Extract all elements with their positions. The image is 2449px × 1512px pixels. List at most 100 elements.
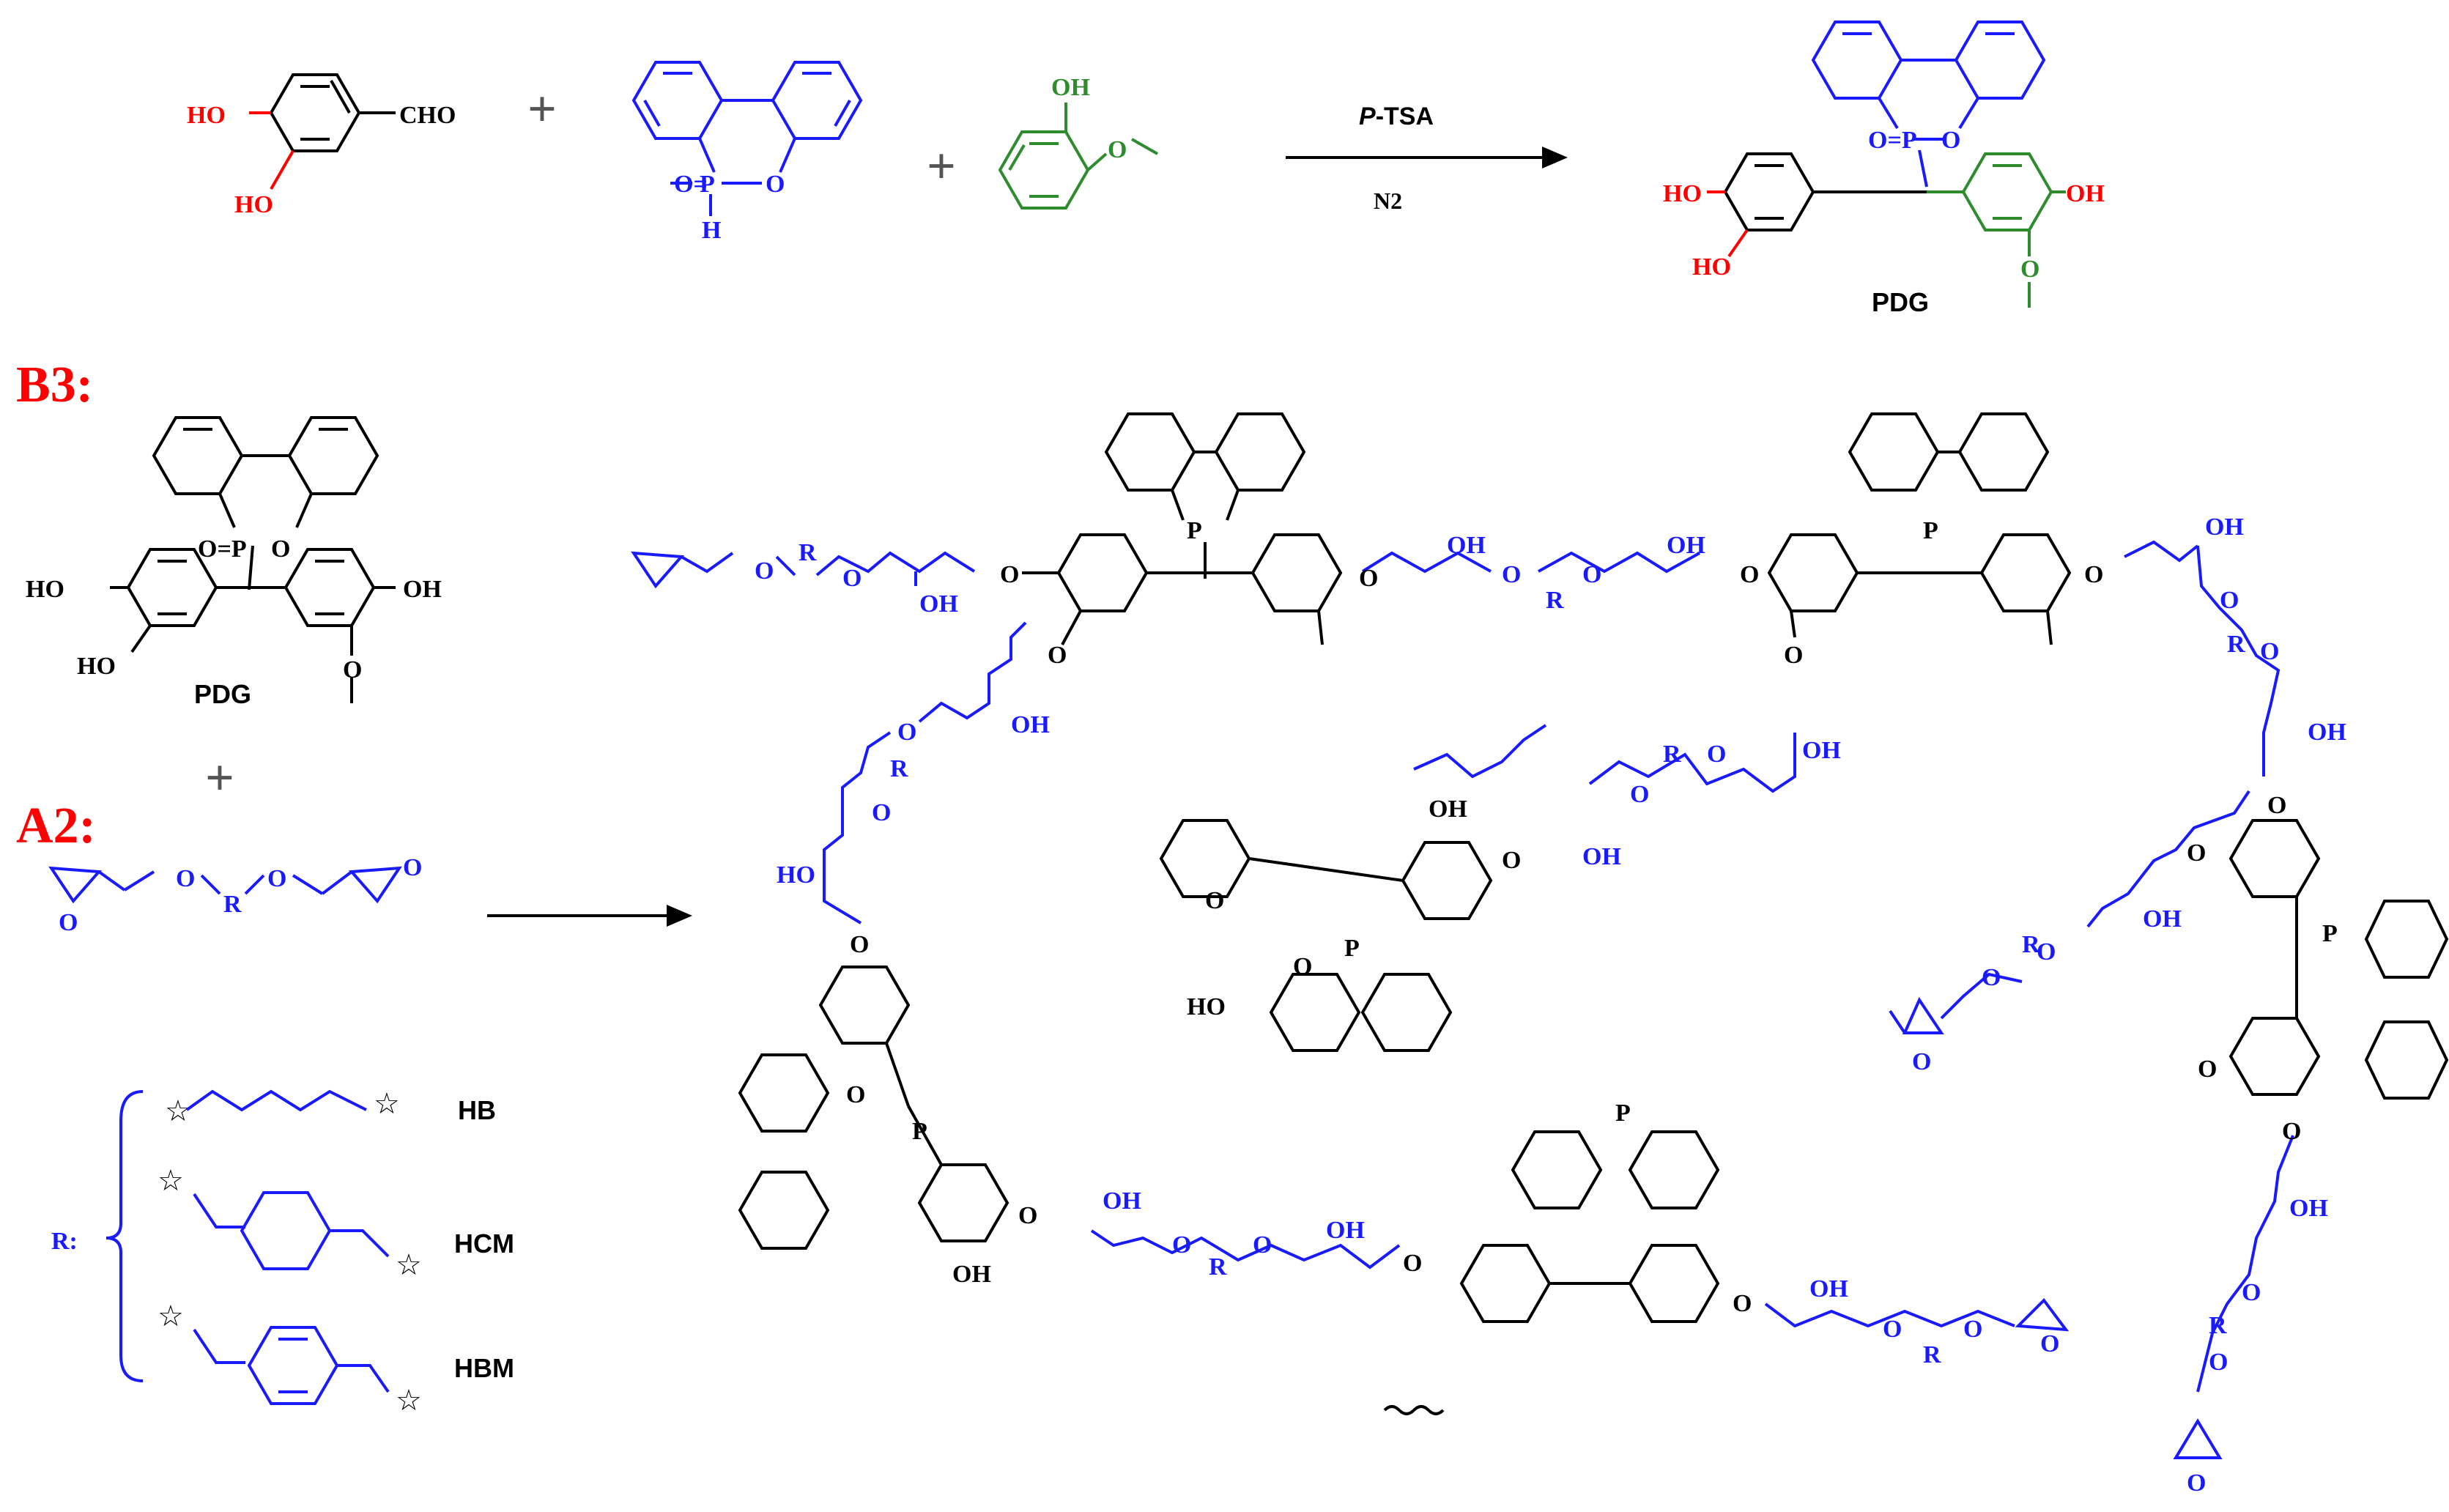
net-o: O <box>850 931 869 958</box>
product-ho-bottom: HO <box>1692 253 1731 281</box>
product-o-ring: O <box>1941 127 1960 154</box>
net-p: P <box>912 1118 927 1145</box>
r-group-hbm-structure: ☆ ☆ <box>158 1300 422 1418</box>
net-o: O <box>1359 565 1378 592</box>
condition-n2: N2 <box>1374 188 1402 214</box>
a2-epoxide-o-2: O <box>403 854 422 881</box>
net-p: P <box>1615 1100 1631 1127</box>
net-ho: HO <box>1187 993 1226 1020</box>
net-o: O <box>1253 1231 1272 1259</box>
net-oh: OH <box>1582 843 1621 870</box>
net-o: O <box>1982 964 2001 991</box>
net-o: O <box>2187 1470 2206 1497</box>
net-oh: OH <box>1809 1275 1848 1302</box>
net-o: O <box>1912 1048 1931 1075</box>
network-structure <box>631 412 2449 1459</box>
net-o: O <box>1205 887 1224 914</box>
left-pdg-o-ring: O <box>271 536 290 563</box>
net-o: O <box>2187 840 2206 867</box>
net-p: P <box>1923 517 1938 544</box>
net-r: R <box>1923 1341 1941 1368</box>
r-group-hb-structure: ☆ ☆ <box>165 1087 400 1128</box>
net-o: O <box>2084 561 2103 588</box>
net-ho: HO <box>777 861 815 889</box>
b3-label: B3: <box>16 357 93 413</box>
r-group-hcm-structure: ☆ ☆ <box>158 1164 422 1282</box>
net-p: P <box>1187 517 1202 544</box>
net-oh: OH <box>2308 719 2346 746</box>
dopo-o-double: O= <box>674 171 708 198</box>
star-icon: ☆ <box>374 1087 400 1121</box>
left-pdg-ho-top: HO <box>26 576 64 603</box>
net-p: P <box>2322 920 2338 947</box>
left-pdg-oh-right: OH <box>403 576 442 603</box>
net-oh: OH <box>2205 514 2244 541</box>
product-pdg-structure <box>1707 21 2066 308</box>
net-r: R <box>2022 931 2040 958</box>
star-icon: ☆ <box>165 1094 191 1128</box>
net-o: O <box>872 799 891 826</box>
net-o: O <box>1582 561 1601 588</box>
r-label: R: <box>51 1228 78 1255</box>
net-o: O <box>1630 781 1649 808</box>
dopo-o-ring: O <box>766 171 785 198</box>
net-oh: OH <box>1802 737 1841 764</box>
reagent-guaiacol <box>998 103 1158 210</box>
r-group-hb-name: HB <box>458 1095 496 1125</box>
net-o: O <box>846 1081 865 1108</box>
net-oh: OH <box>2289 1195 2328 1222</box>
net-oh: OH <box>1429 796 1467 823</box>
net-oh: OH <box>1447 532 1486 559</box>
product-o-methoxy: O <box>2020 256 2039 283</box>
dopo-p: P <box>700 171 715 198</box>
net-o: O <box>2198 1056 2217 1083</box>
left-plus-sign: + <box>205 750 234 807</box>
plus-sign-2: + <box>927 138 956 195</box>
reagent-catechol-aldehyde <box>249 73 396 190</box>
net-o: O <box>2282 1118 2301 1145</box>
star-icon: ☆ <box>396 1248 422 1282</box>
catechol-oh2: HO <box>234 191 273 218</box>
net-r: R <box>1209 1253 1227 1281</box>
net-o: O <box>1707 741 1726 768</box>
net-oh: OH <box>952 1261 991 1288</box>
net-o: O <box>2260 638 2279 665</box>
left-pdg-o-methoxy: O <box>343 656 362 683</box>
condition-ptsa: P-TSA <box>1359 103 1434 130</box>
net-o: O <box>1018 1202 1037 1229</box>
net-oh: OH <box>1103 1187 1141 1215</box>
net-r: R <box>2227 631 2245 658</box>
net-o: O <box>1293 953 1312 980</box>
net-oh: OH <box>1326 1217 1365 1244</box>
a2-epoxide-o-1: O <box>59 909 78 936</box>
net-p: P <box>1344 935 1360 962</box>
star-icon: ☆ <box>158 1164 184 1198</box>
reagent-dopo <box>631 61 863 216</box>
net-o: O <box>1502 561 1521 588</box>
product-name: PDG <box>1872 287 1929 317</box>
net-oh: OH <box>1011 711 1050 738</box>
net-o: O <box>2037 938 2056 966</box>
net-o: O <box>1172 1231 1191 1259</box>
net-r: R <box>2209 1312 2227 1339</box>
net-o: O <box>1000 561 1019 588</box>
product-o-p: O=P <box>1868 127 1917 154</box>
catechol-cho: CHO <box>399 102 456 129</box>
net-o: O <box>2040 1330 2059 1357</box>
left-pdg-name: PDG <box>194 679 251 709</box>
net-o: O <box>1733 1290 1752 1317</box>
net-oh: OH <box>1667 532 1705 559</box>
a2-diepoxide-structure <box>48 866 402 904</box>
net-r: R <box>799 539 817 566</box>
star-icon: ☆ <box>158 1300 184 1333</box>
guaiacol-oh: OH <box>1051 74 1090 101</box>
net-o: O <box>897 719 916 746</box>
net-o: O <box>2267 792 2286 819</box>
network-labels: O R O OH O O OH O R O HO O P O OH O R O … <box>755 514 2346 1497</box>
net-o: O <box>1883 1316 1902 1343</box>
condition-ptsa-italic: P <box>1359 103 1376 130</box>
net-r: R <box>1663 741 1681 768</box>
r-group-hcm-name: HCM <box>454 1228 514 1259</box>
left-pdg-o-p: O=P <box>198 536 247 563</box>
